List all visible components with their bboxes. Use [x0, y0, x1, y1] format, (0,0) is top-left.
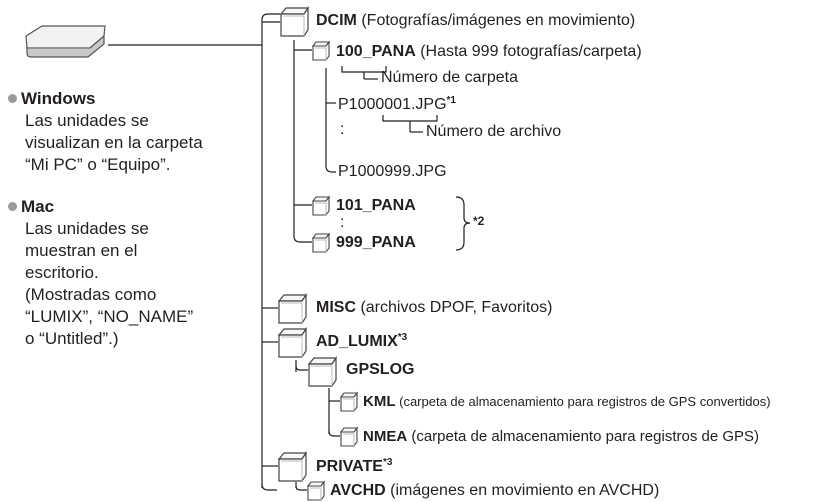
colon-1: : — [340, 121, 345, 138]
brace — [455, 196, 471, 251]
ad-lumix-label: AD_LUMIX*3 — [316, 332, 408, 350]
misc-label: MISC (archivos DPOF, Favoritos) — [316, 299, 553, 316]
folder-icon-dcim — [280, 7, 309, 37]
mac-line-5: “LUMIX”, “NO_NAME” — [25, 307, 194, 326]
pana100-label: 100_PANA (Hasta 999 fotografías/carpeta) — [336, 43, 642, 60]
mac-section: Mac Las unidades se muestran en el escri… — [8, 196, 193, 350]
file-first: P1000001.JPG*1 — [338, 95, 456, 113]
windows-line-1: Las unidades se — [25, 111, 149, 130]
folder-icon-kml — [340, 392, 358, 412]
folder-icon-avchd — [307, 481, 325, 501]
mac-line-4: (Mostradas como — [25, 285, 157, 304]
private-label: PRIVATE*3 — [316, 457, 393, 475]
folder-icon-gpslog — [308, 357, 337, 387]
colon-2: : — [340, 214, 345, 231]
file-number-label: Número de archivo — [426, 123, 562, 140]
windows-section: Windows Las unidades se visualizan en la… — [8, 88, 203, 176]
pana101-label: 101_PANA — [336, 197, 416, 214]
gpslog-label: GPSLOG — [346, 361, 415, 378]
mac-line-3: escritorio. — [25, 263, 99, 282]
folder-icon-101-pana — [312, 196, 330, 216]
note-2: *2 — [473, 214, 485, 228]
file-last: P1000999.JPG — [338, 163, 447, 180]
drive-icon — [25, 25, 106, 58]
windows-title: Windows — [21, 89, 96, 108]
folder-icon-ad-lumix — [278, 328, 307, 358]
mac-line-2: muestran en el — [25, 241, 138, 260]
folder-icon-nmea — [340, 427, 358, 447]
nmea-label: NMEA (carpeta de almacenamiento para reg… — [363, 428, 760, 445]
mac-title: Mac — [21, 197, 55, 216]
avchd-label: AVCHD (imágenes en movimiento en AVCHD) — [330, 482, 660, 499]
folder-icon-private — [278, 452, 307, 482]
folder-number-label: Número de carpeta — [381, 69, 518, 86]
windows-line-3: “Mi PC” o “Equipo”. — [25, 155, 171, 174]
bullet-icon — [8, 94, 17, 103]
bullet-icon — [8, 202, 17, 211]
mac-line-6: o “Untitled”.) — [25, 329, 119, 348]
pana999-label: 999_PANA — [336, 234, 416, 251]
windows-line-2: visualizan en la carpeta — [25, 133, 203, 152]
folder-icon-misc — [278, 294, 307, 324]
mac-line-1: Las unidades se — [25, 219, 149, 238]
folder-icon-100-pana — [312, 41, 330, 61]
dcim-label: DCIM (Fotografías/imágenes en movimiento… — [316, 12, 636, 29]
folder-icon-999-pana — [312, 233, 330, 253]
kml-label: KML (carpeta de almacenamiento para regi… — [363, 393, 771, 410]
